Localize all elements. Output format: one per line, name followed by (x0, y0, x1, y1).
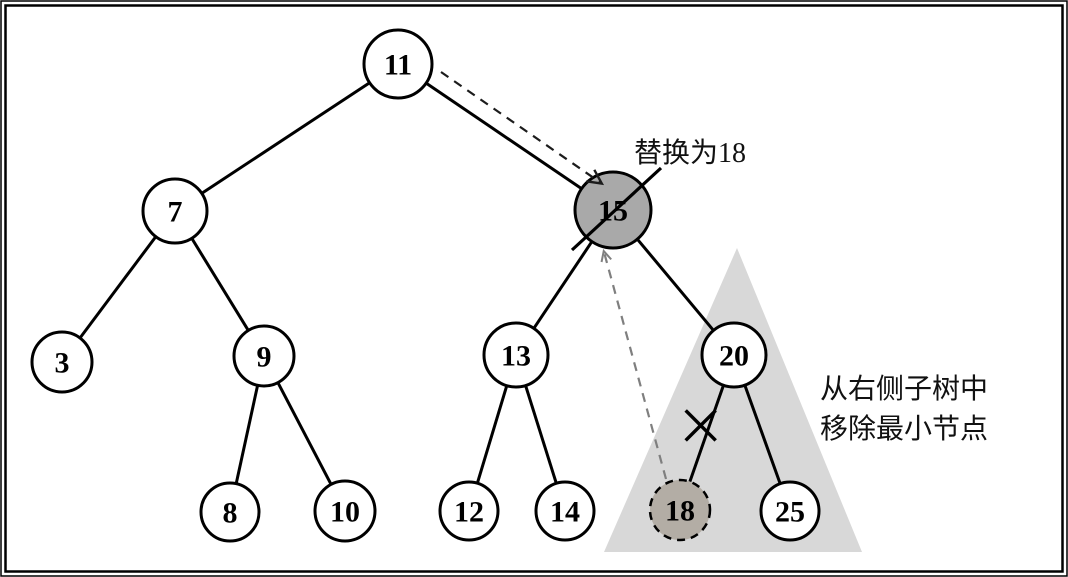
replace-with-18-arrow (600, 248, 668, 480)
edge-9-10 (276, 381, 333, 486)
frame-inner (4, 4, 1064, 573)
tree-node-label-20: 20 (719, 340, 749, 373)
tree-node-circle-11 (362, 28, 434, 100)
edge-11-15 (425, 81, 583, 190)
tree-node-7: 7 (141, 177, 209, 245)
right-subtree-highlight (604, 248, 862, 552)
edge-cut-cross-stroke-2 (684, 409, 717, 442)
tree-node-12: 12 (438, 480, 500, 542)
subtree-highlight-layer (604, 248, 862, 552)
tree-node-label-12: 12 (454, 496, 484, 529)
tree-node-circle-20 (700, 321, 768, 389)
tree-node-label-11: 11 (384, 49, 412, 82)
traverse-to-15-arrow (440, 71, 605, 186)
tree-node-label-14: 14 (550, 496, 580, 529)
tree-node-10: 10 (313, 479, 377, 543)
tree-node-25: 25 (759, 480, 821, 542)
tree-node-label-3: 3 (55, 347, 70, 380)
tree-node-label-25: 25 (775, 496, 805, 529)
tree-node-20: 20 (700, 321, 768, 389)
remove-min-label-line1: 从右侧子树中 (820, 373, 988, 405)
remove-min-label-line2: 移除最小节点 (820, 413, 988, 445)
tree-node-label-18: 18 (665, 495, 695, 528)
tree-node-circle-18 (648, 478, 712, 542)
edge-13-14 (524, 385, 558, 484)
tree-node-13: 13 (482, 321, 550, 389)
tree-node-label-8: 8 (223, 497, 238, 530)
edge-13-12 (475, 385, 509, 484)
tree-node-label-13: 13 (501, 340, 531, 373)
tree-node-label-7: 7 (168, 196, 183, 229)
tree-node-circle-8 (199, 481, 261, 543)
tree-node-14: 14 (534, 480, 596, 542)
tree-node-circle-3 (30, 330, 94, 394)
edge-15-13 (532, 240, 594, 330)
tree-node-circle-10 (313, 479, 377, 543)
decorations-layer (440, 71, 717, 480)
tree-node-circle-25 (759, 480, 821, 542)
edge-9-8 (234, 384, 260, 484)
tree-node-label-9: 9 (257, 341, 272, 374)
nodes-layer: 1171539132081012141825 (30, 28, 821, 543)
tree-node-circle-9 (232, 324, 296, 388)
edge-7-9 (190, 237, 250, 332)
tree-node-9: 9 (232, 324, 296, 388)
tree-node-circle-12 (438, 480, 500, 542)
edges-layer (78, 81, 782, 486)
strikethrough-node-15 (570, 166, 663, 252)
tree-node-8: 8 (199, 481, 261, 543)
tree-node-label-10: 10 (330, 496, 360, 529)
tree-node-circle-13 (482, 321, 550, 389)
edge-15-20 (636, 238, 715, 332)
tree-node-circle-14 (534, 480, 596, 542)
edge-11-7 (200, 81, 371, 195)
replace-label: 替换为18 (634, 137, 746, 169)
tree-node-circle-7 (141, 177, 209, 245)
tree-node-18: 18 (648, 478, 712, 542)
edge-20-25 (743, 384, 782, 485)
tree-node-3: 3 (30, 330, 94, 394)
tree-node-11: 11 (362, 28, 434, 100)
edge-7-3 (78, 235, 158, 339)
